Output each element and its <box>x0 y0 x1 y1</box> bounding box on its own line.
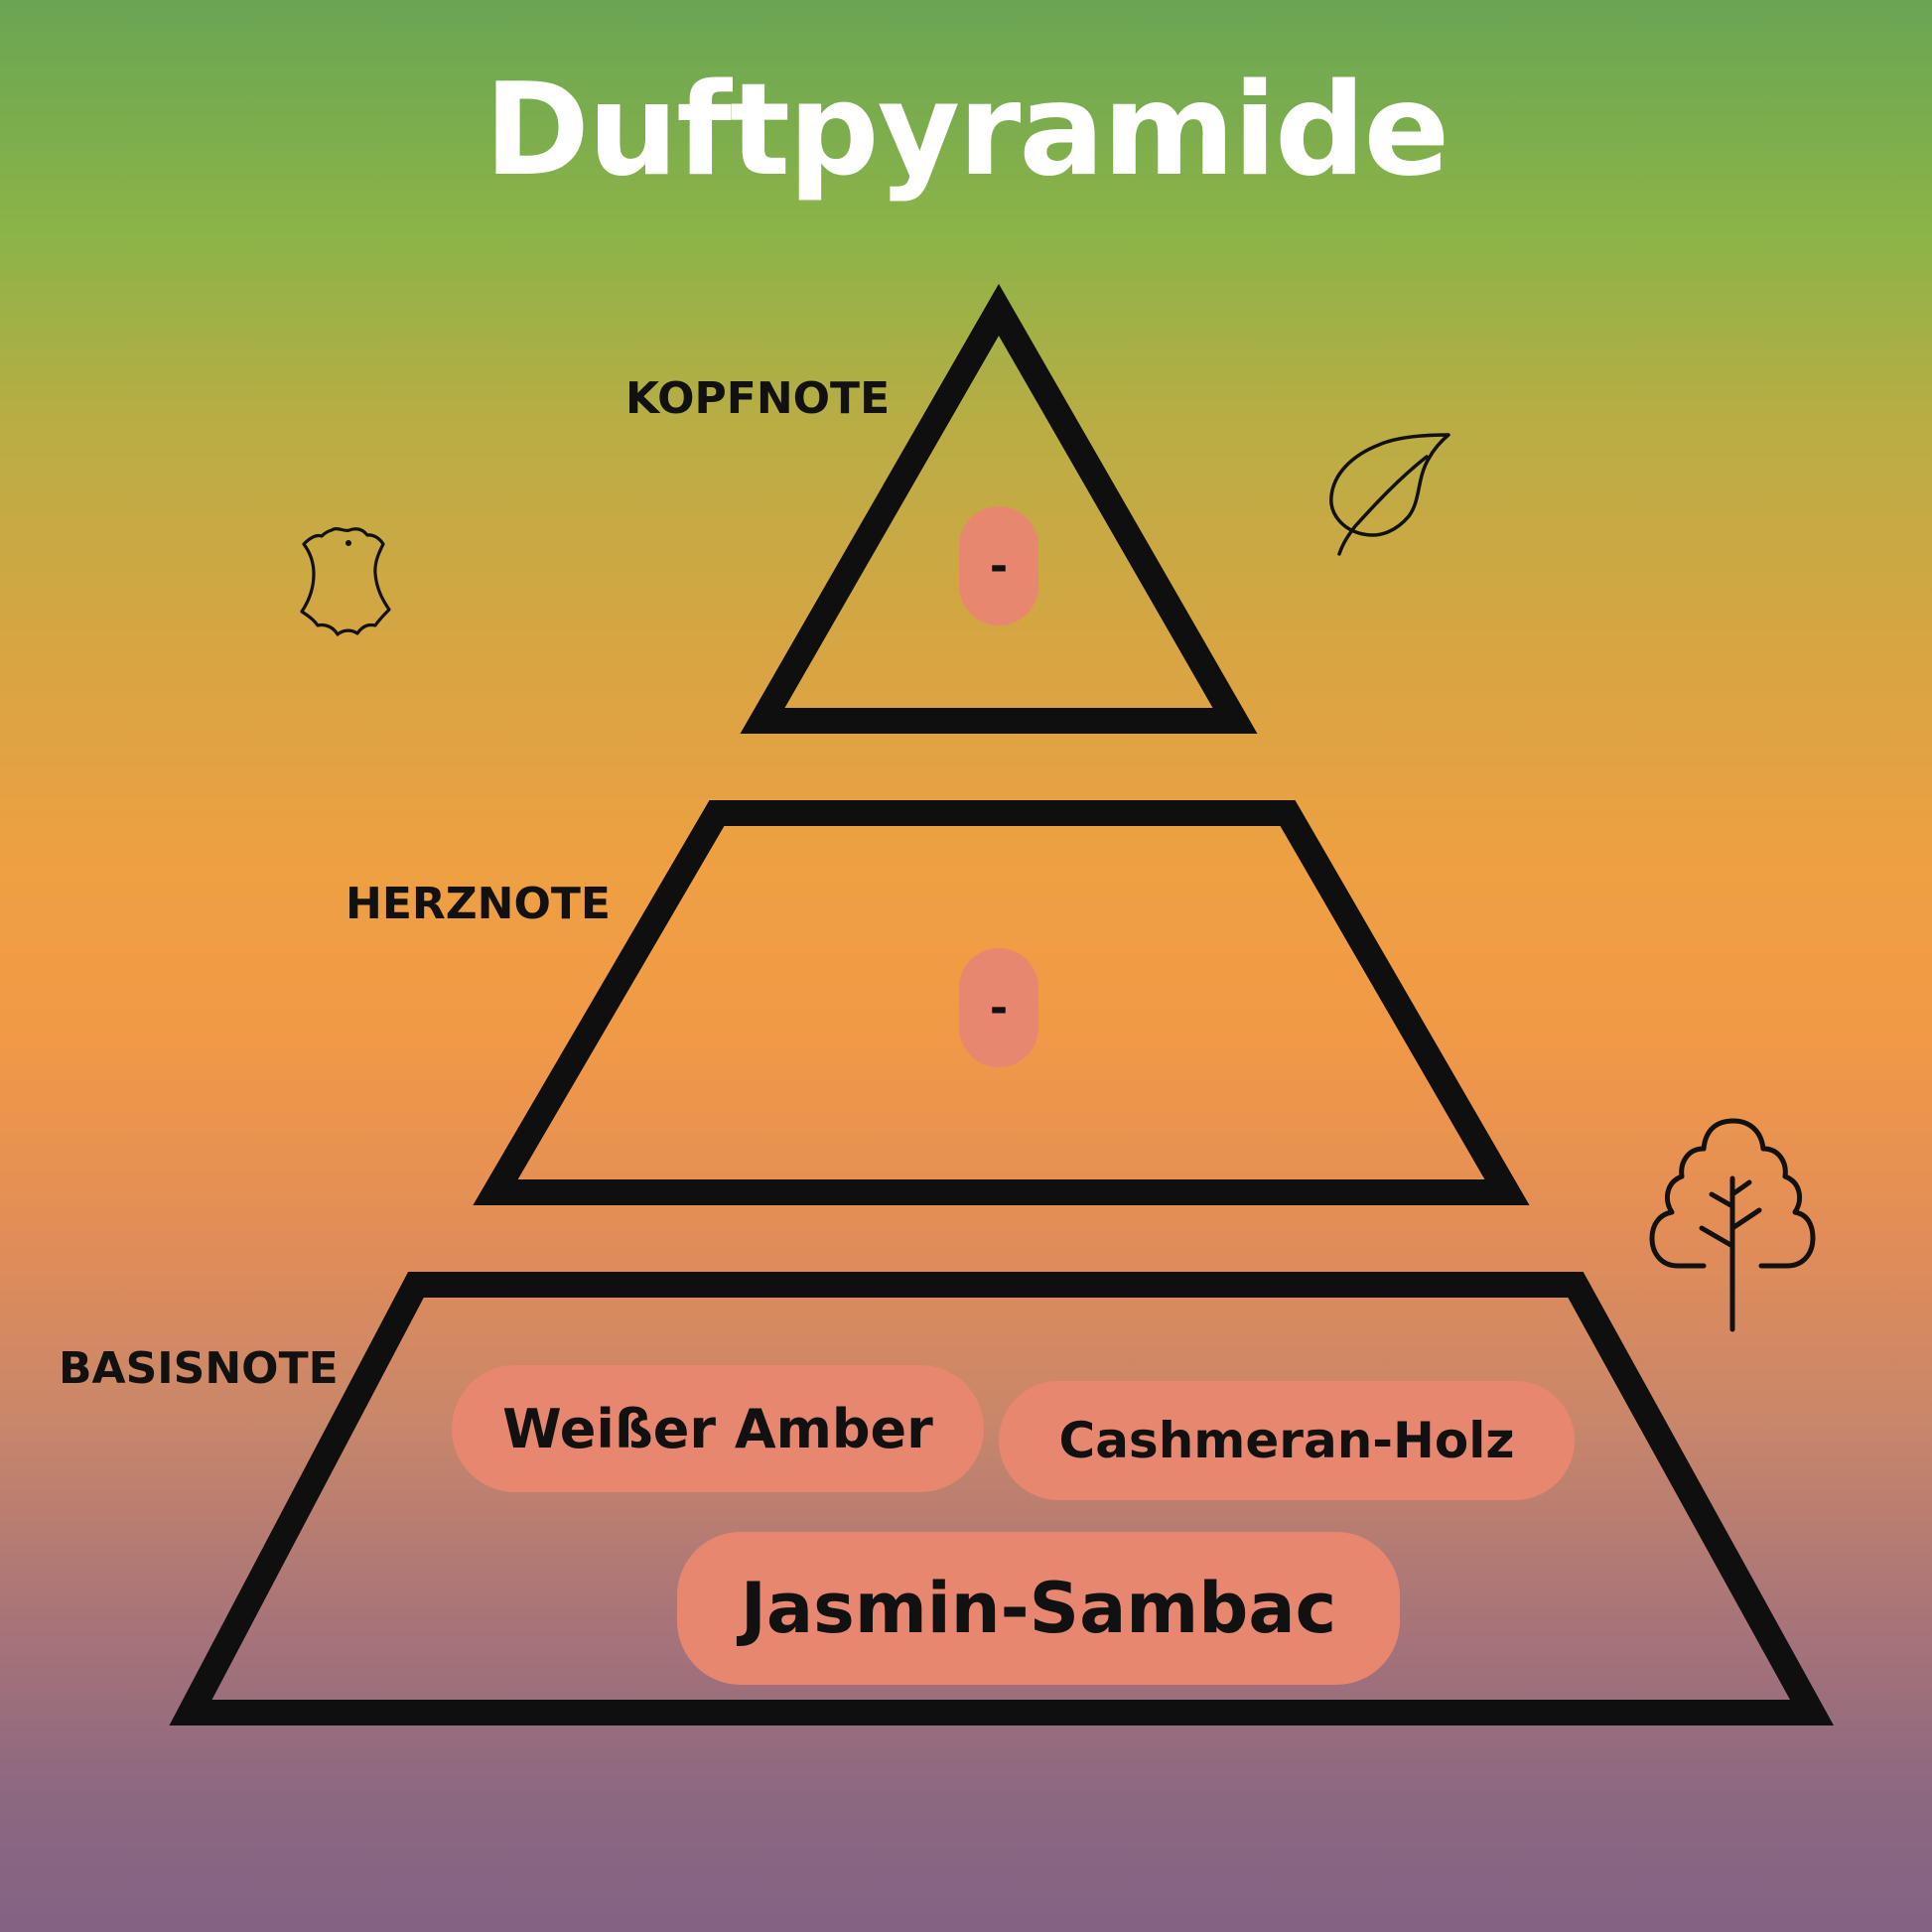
middle-tier-outline <box>473 800 1530 1205</box>
top-tier-outline <box>740 283 1258 734</box>
tier-label-middle: HERZNOTE <box>345 879 611 929</box>
leaf-icon <box>1315 423 1464 562</box>
tree-icon <box>1648 1117 1817 1335</box>
note-chip-top: - <box>959 506 1038 625</box>
tier-label-top: KOPFNOTE <box>625 373 891 424</box>
tier-label-base: BASISNOTE <box>59 1343 339 1394</box>
note-chip-middle: - <box>959 948 1038 1067</box>
note-chip-cashmeran-wood: Cashmeran-Holz <box>999 1381 1575 1500</box>
base-tier-outline <box>169 1272 1835 1725</box>
leather-icon <box>288 516 417 655</box>
page-title: Duftpyramide <box>483 57 1450 205</box>
note-chip-white-amber: Weißer Amber <box>452 1365 984 1492</box>
note-chip-jasmine-sambac: Jasmin-Sambac <box>677 1532 1400 1685</box>
